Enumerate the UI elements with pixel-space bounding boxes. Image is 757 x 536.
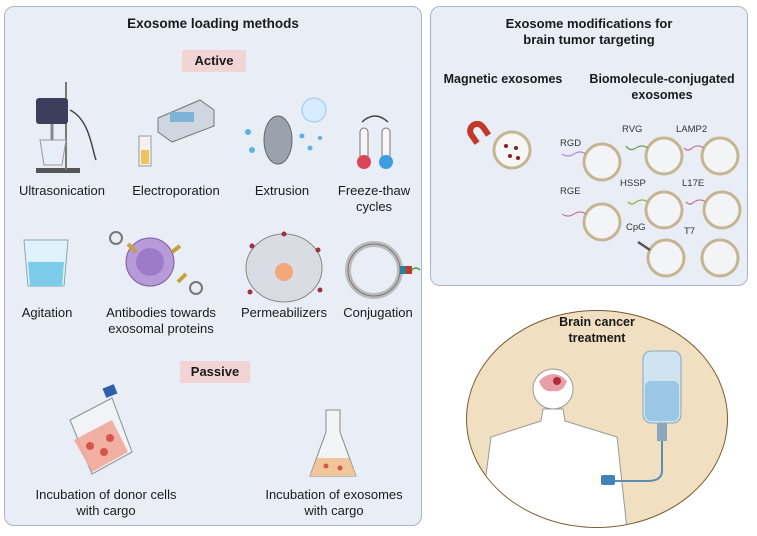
modifications-title-2: brain tumor targeting [523, 32, 655, 47]
magnetic-exosomes-label: Magnetic exosomes [443, 72, 563, 86]
label-exosome-incubation-2: with cargo [304, 503, 364, 518]
loading-methods-panel [4, 6, 422, 526]
patient-figure [478, 368, 628, 527]
magnet-icon [467, 120, 492, 145]
loading-methods-title: Exosome loading methods [127, 16, 299, 31]
label-donor-cells-2: with cargo [76, 503, 136, 518]
electroporator-icon [138, 99, 215, 167]
ligand-t7: T7 [684, 226, 696, 237]
conjugated-exosome-icon [345, 241, 421, 299]
label-freeze-thaw-2: cycles [355, 199, 393, 214]
treatment-title-2: treatment [568, 331, 626, 345]
antibody-exosome-icon [109, 231, 203, 295]
passive-label: Passive [180, 361, 250, 383]
iv-bag-icon [601, 350, 682, 485]
biomolecule-label-2: exosomes [631, 88, 693, 102]
ligand-rgd: RGD [560, 138, 582, 149]
thermometer-icon [357, 115, 393, 169]
beaker-icon [23, 239, 69, 287]
biomolecule-label-1: Biomolecule-conjugated [589, 72, 735, 86]
erlenmeyer-flask-icon [309, 409, 357, 477]
label-antibodies-2: exosomal proteins [108, 321, 214, 336]
conjugated-exosomes [582, 136, 742, 278]
label-donor-cells-1: Incubation of donor cells [35, 487, 177, 502]
label-freeze-thaw-1: Freeze-thaw [337, 183, 411, 198]
ligand-tails [561, 145, 707, 252]
label-permeabilizers: Permeabilizers [241, 305, 327, 320]
label-extrusion: Extrusion [254, 183, 310, 198]
ligand-l17e: L17E [682, 178, 705, 189]
label-ultrasonication: Ultrasonication [19, 183, 105, 198]
ligand-rvg: RVG [622, 124, 643, 135]
ligand-cpg: CpG [626, 222, 646, 233]
active-label: Active [182, 50, 246, 72]
ligand-rge: RGE [560, 186, 581, 197]
modifications-title-1: Exosome modifications for [505, 16, 673, 31]
label-antibodies-1: Antibodies towards [106, 305, 216, 320]
ligand-lamp2: LAMP2 [676, 124, 708, 135]
treatment-title-1: Brain cancer [559, 315, 635, 329]
permeabilized-exosome-icon [245, 231, 323, 303]
culture-flask-icon [69, 384, 133, 475]
ligand-hssp: HSSP [620, 178, 646, 189]
ultrasonicator-icon [36, 82, 97, 173]
patient-iv-illustration [478, 350, 682, 527]
label-exosome-incubation-1: Incubation of exosomes [265, 487, 403, 502]
label-conjugation: Conjugation [343, 305, 413, 320]
label-electroporation: Electroporation [132, 183, 220, 198]
treatment-circle [466, 310, 728, 528]
extruder-icon [245, 97, 327, 165]
magnetic-exosome [492, 130, 532, 170]
label-agitation: Agitation [21, 305, 73, 320]
